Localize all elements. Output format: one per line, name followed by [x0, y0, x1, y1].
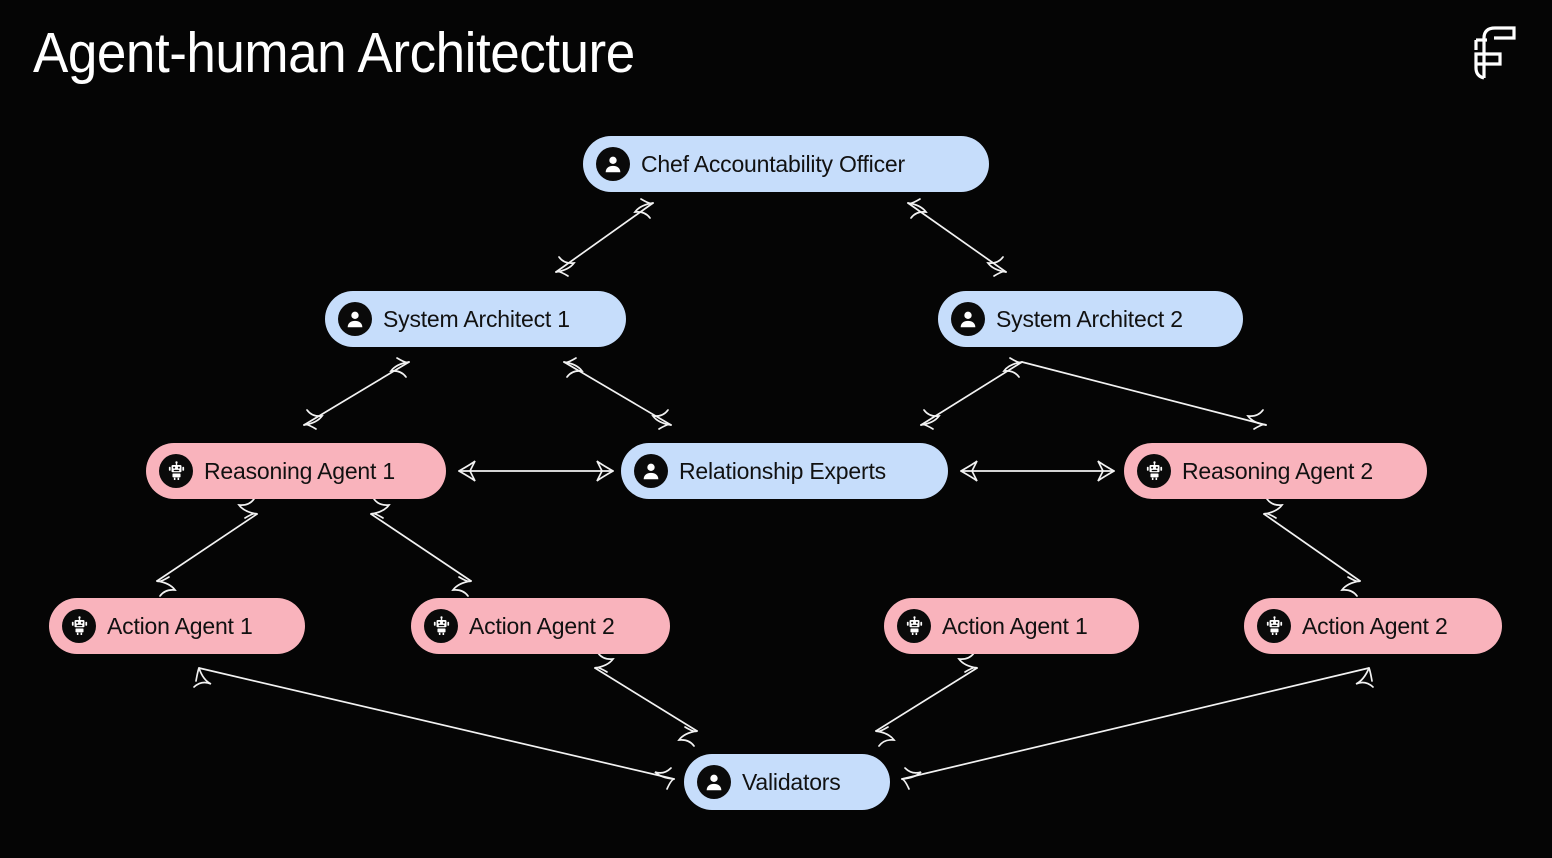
- robot-icon: [897, 609, 931, 643]
- node-action-agent-2-left[interactable]: Action Agent 2: [411, 598, 670, 654]
- node-chef-accountability-officer[interactable]: Chef Accountability Officer: [583, 136, 989, 192]
- person-icon: [338, 302, 372, 336]
- node-validators[interactable]: Validators: [684, 754, 890, 810]
- f-monogram-logo: [1470, 24, 1520, 80]
- robot-icon: [1257, 609, 1291, 643]
- robot-icon: [1137, 454, 1171, 488]
- edge-sa1-rex: [563, 357, 672, 430]
- node-system-architect-1[interactable]: System Architect 1: [325, 291, 626, 347]
- node-label: Action Agent 2: [469, 612, 615, 639]
- node-reasoning-agent-2[interactable]: Reasoning Agent 2: [1124, 443, 1427, 499]
- edge-sa2-ra2: [1021, 361, 1267, 430]
- node-label: Action Agent 1: [942, 612, 1088, 639]
- person-icon: [951, 302, 985, 336]
- node-label: Action Agent 1: [107, 612, 253, 639]
- edge-aa2r-val: [901, 667, 1374, 790]
- edge-ra1-aa1l: [156, 498, 258, 597]
- edge-ra1-aa2l: [370, 498, 472, 597]
- node-action-agent-1-left[interactable]: Action Agent 1: [49, 598, 305, 654]
- node-label: System Architect 1: [383, 305, 570, 332]
- edge-sa1-ra1: [303, 357, 410, 430]
- node-action-agent-1-right[interactable]: Action Agent 1: [884, 598, 1139, 654]
- person-icon: [697, 765, 731, 799]
- robot-icon: [159, 454, 193, 488]
- node-system-architect-2[interactable]: System Architect 2: [938, 291, 1243, 347]
- node-label: Reasoning Agent 2: [1182, 457, 1373, 484]
- node-label: Chef Accountability Officer: [641, 150, 905, 177]
- page-title: Agent-human Architecture: [33, 21, 635, 85]
- person-icon: [634, 454, 668, 488]
- node-label: System Architect 2: [996, 305, 1183, 332]
- person-icon: [596, 147, 630, 181]
- edge-cao-sa2: [907, 198, 1007, 277]
- edge-ra1-rex: [458, 460, 614, 482]
- node-action-agent-2-right[interactable]: Action Agent 2: [1244, 598, 1502, 654]
- robot-icon: [424, 609, 458, 643]
- node-label: Relationship Experts: [679, 457, 886, 484]
- edge-sa2-rex: [920, 357, 1023, 430]
- edge-aa1r-val: [875, 652, 978, 747]
- edge-ra2-aa2r: [1263, 498, 1361, 597]
- node-relationship-experts[interactable]: Relationship Experts: [621, 443, 948, 499]
- robot-icon: [62, 609, 96, 643]
- node-reasoning-agent-1[interactable]: Reasoning Agent 1: [146, 443, 446, 499]
- node-label: Validators: [742, 768, 841, 795]
- edge-cao-sa1: [555, 198, 654, 277]
- edge-aa2l-val: [594, 652, 698, 747]
- node-label: Reasoning Agent 1: [204, 457, 395, 484]
- edge-rex-ra2: [960, 460, 1115, 482]
- node-label: Action Agent 2: [1302, 612, 1448, 639]
- edge-aa1l-val: [193, 667, 675, 790]
